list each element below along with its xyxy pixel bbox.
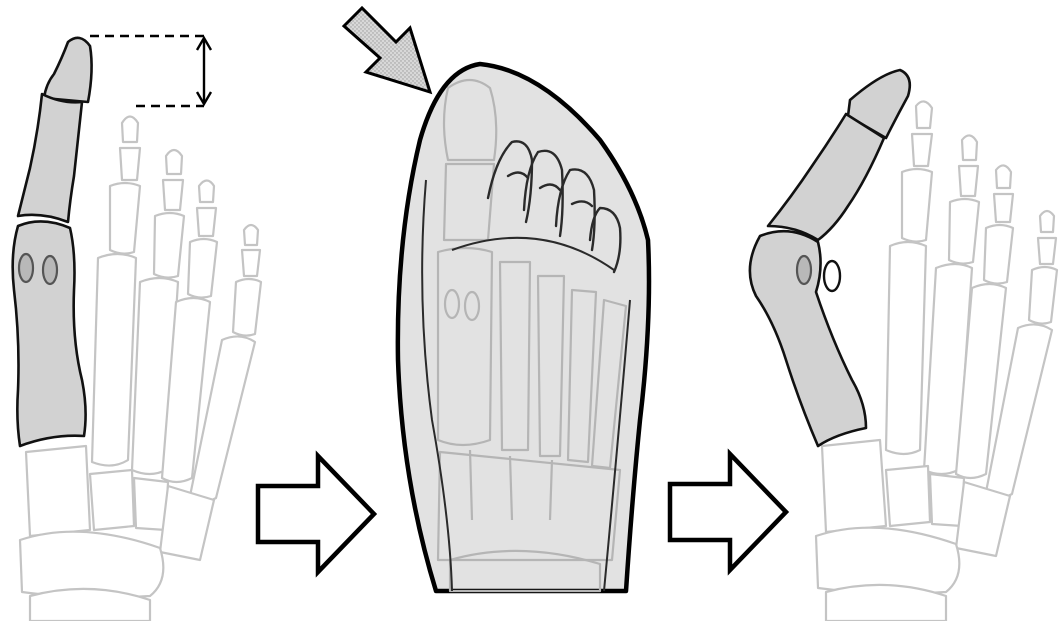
deformed-talus-head bbox=[826, 585, 946, 621]
right-arrow-icon bbox=[670, 454, 786, 570]
toe-3-middle-phalanx bbox=[163, 180, 183, 210]
deformed-toe-5-proximal bbox=[1029, 267, 1057, 324]
displaced-lateral-sesamoid bbox=[824, 261, 840, 291]
deformed-toe-4-proximal bbox=[984, 225, 1013, 284]
toe-4-distal-phalanx bbox=[199, 181, 214, 203]
hallux-distal-phalanx bbox=[44, 38, 92, 102]
toe-4-proximal-phalanx bbox=[188, 239, 217, 298]
pressure-arrow-icon bbox=[344, 8, 430, 92]
deformed-intermediate-cuneiform bbox=[886, 466, 930, 526]
toe-5-distal-phalanx bbox=[244, 225, 258, 245]
toe-5-proximal-phalanx bbox=[233, 279, 261, 336]
toe-2-metatarsal bbox=[92, 254, 136, 466]
deformed-toe-3-distal bbox=[962, 135, 977, 160]
shoe-compression-panel bbox=[344, 8, 649, 591]
big-toe-ray-normal bbox=[13, 38, 92, 446]
deformed-medial-cuneiform bbox=[822, 440, 886, 532]
big-toe-ray-deviated bbox=[750, 70, 910, 446]
toe-2-distal-phalanx bbox=[122, 117, 138, 143]
deformed-cuboid bbox=[956, 482, 1010, 556]
deformed-toe-4-distal bbox=[996, 165, 1011, 188]
deformed-toe-3-proximal bbox=[949, 199, 979, 264]
deformed-toe-5-distal bbox=[1040, 211, 1054, 232]
deformed-toe-2-proximal bbox=[902, 169, 932, 242]
lateral-sesamoid bbox=[43, 256, 57, 284]
talus-head bbox=[30, 589, 150, 621]
toe-3-distal-phalanx bbox=[166, 150, 182, 174]
lesser-toes-skeleton bbox=[92, 117, 261, 502]
deviated-hallux-proximal-phalanx bbox=[768, 114, 884, 240]
toe-5-middle-phalanx bbox=[242, 250, 260, 276]
normal-foot-panel bbox=[13, 36, 261, 621]
navicular bbox=[20, 532, 163, 598]
deformed-toe-2-middle bbox=[912, 134, 932, 166]
deviated-medial-sesamoid bbox=[797, 256, 811, 284]
hallux-proximal-phalanx bbox=[18, 94, 82, 222]
right-arrow-icon bbox=[258, 456, 374, 572]
deformed-toe-4-middle bbox=[994, 194, 1013, 222]
cuboid bbox=[160, 486, 214, 560]
toe-2-middle-phalanx bbox=[120, 148, 140, 180]
intermediate-cuneiform bbox=[90, 470, 134, 530]
hallux-valgus-panel bbox=[750, 70, 1057, 621]
toe-2-proximal-phalanx bbox=[110, 183, 140, 254]
toe-length-measurement bbox=[90, 36, 211, 106]
deformed-navicular bbox=[816, 528, 959, 594]
medial-sesamoid bbox=[19, 254, 33, 282]
deformed-lesser-toes-skeleton bbox=[886, 101, 1057, 497]
toe-3-proximal-phalanx bbox=[154, 213, 184, 278]
toe-4-middle-phalanx bbox=[197, 208, 216, 236]
deformed-toe-3-middle bbox=[959, 166, 978, 196]
deformed-toe-5-middle bbox=[1038, 238, 1056, 264]
medial-cuneiform bbox=[26, 446, 90, 536]
deformed-toe-2-distal bbox=[916, 101, 932, 128]
deformed-toe-2-metatarsal bbox=[886, 242, 926, 454]
